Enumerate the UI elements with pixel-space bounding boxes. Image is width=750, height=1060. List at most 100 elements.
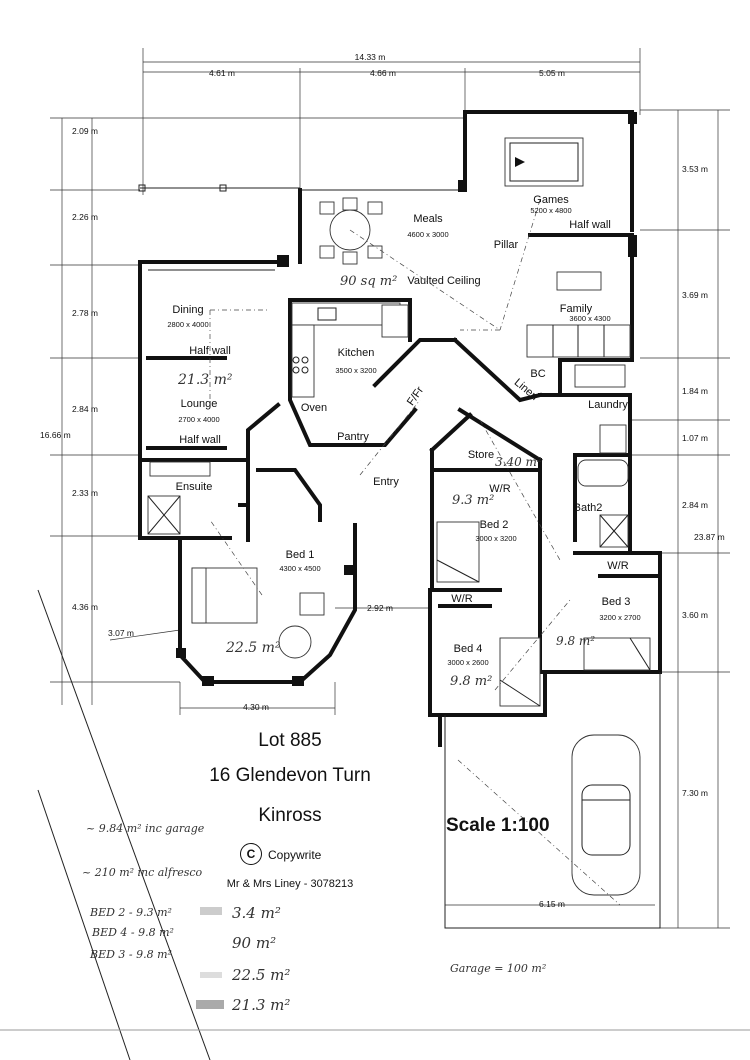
hand-meals-area: 90 sq m²: [340, 274, 397, 289]
bed2-furniture: [436, 521, 480, 583]
dim-top-right: 5.05 m: [539, 68, 565, 78]
dim-left-5: 2.33 m: [72, 488, 98, 498]
room-bed3: Bed 3: [602, 596, 631, 608]
dim-right-2: 3.69 m: [682, 290, 708, 300]
room-meals-size: 4600 x 3000: [407, 230, 448, 239]
label-half-wall-lounge: Half wall: [179, 434, 221, 446]
dim-right-total: 23.87 m: [694, 532, 725, 542]
dim-left-2: 2.26 m: [72, 212, 98, 222]
hand-bed3-list: BED 3 - 9.8 m²: [89, 948, 172, 961]
dim-right-1: 3.53 m: [682, 164, 708, 174]
patio-outline: [138, 112, 637, 686]
label-bc: BC: [530, 368, 545, 380]
hand-note-2: ~ 210 m² inc alfresco: [82, 866, 203, 879]
kitchen-bench: [291, 302, 409, 398]
dim-top-mid: 4.66 m: [370, 68, 396, 78]
ensuite-vanity: [149, 461, 211, 477]
dim-overall-width: 14.33 m: [355, 52, 386, 62]
fixtures: [147, 137, 651, 896]
label-wr-bed4: W/R: [451, 593, 472, 605]
dim-right-7: 7.30 m: [682, 788, 708, 798]
label-vaulted-ceiling: Vaulted Ceiling: [407, 275, 480, 287]
room-family: Family: [560, 303, 593, 315]
title-lot: Lot 885: [258, 730, 322, 751]
label-fridge: F/Fr: [405, 384, 427, 408]
room-bed4: Bed 4: [454, 643, 483, 655]
hand-sum-3: 22.5 m²: [231, 966, 290, 984]
room-bed2: Bed 2: [480, 519, 509, 531]
room-dining-size: 2800 x 4000: [167, 320, 208, 329]
hand-sum-1: 3.4 m²: [232, 904, 281, 922]
room-kitchen: Kitchen: [338, 347, 375, 359]
room-bed1-size: 4300 x 4500: [279, 564, 320, 573]
room-kitchen-size: 3500 x 3200: [335, 366, 376, 375]
light-switch-lines: [209, 199, 621, 906]
title-scale: Scale 1:100: [446, 815, 550, 836]
bed3-furniture: [583, 637, 651, 671]
room-games: Games: [533, 194, 569, 206]
room-store: Store: [468, 449, 494, 461]
label-oven: Oven: [301, 402, 327, 414]
dim-right-4: 1.07 m: [682, 433, 708, 443]
room-games-size: 5200 x 4800: [530, 206, 571, 215]
label-half-wall-dining: Half wall: [189, 345, 231, 357]
hand-sum-4: 21.3 m²: [231, 996, 290, 1014]
toilet: [599, 424, 627, 454]
dim-right-5: 2.84 m: [682, 500, 708, 510]
hand-bed2-list: BED 2 - 9.3 m²: [89, 906, 172, 919]
bed4-furniture: [499, 637, 541, 707]
hand-bed3-area: 9.8 m²: [556, 634, 595, 648]
dim-top-left: 4.61 m: [209, 68, 235, 78]
dim-left-total: 16.66 m: [40, 430, 71, 440]
hand-lounge-area: 21.3 m²: [177, 372, 233, 388]
title-owner: Mr & Mrs Liney - 3078213: [226, 878, 354, 890]
laundry-tub: [574, 364, 626, 388]
room-bed3-size: 3200 x 2700: [599, 613, 640, 622]
dim-entry-width: 2.92 m: [367, 603, 393, 613]
room-meals: Meals: [413, 213, 443, 225]
room-bed4-size: 3000 x 2600: [447, 658, 488, 667]
room-ensuite: Ensuite: [176, 481, 213, 493]
hand-bed4-area: 9.8 m²: [450, 674, 492, 689]
label-pillar: Pillar: [494, 239, 519, 251]
hand-sum-2: 90 m²: [232, 934, 276, 952]
dim-right-3: 1.84 m: [682, 386, 708, 396]
dim-left-6: 4.36 m: [72, 602, 98, 612]
hand-bed4-list: BED 4 - 9.8 m²: [91, 926, 174, 939]
hand-bed2-area: 9.3 m²: [452, 493, 494, 508]
label-wr-bed3: W/R: [607, 560, 628, 572]
room-bath2: Bath2: [574, 502, 603, 514]
title-address: 16 Glendevon Turn: [209, 765, 371, 786]
dimension-labels: 14.33 m 4.61 m 4.66 m 5.05 m 16.66 m 2.0…: [40, 52, 725, 909]
room-family-size: 3600 x 4300: [569, 314, 610, 323]
dim-right-6: 3.60 m: [682, 610, 708, 620]
hand-store-area: 3.40 m²: [495, 455, 542, 469]
dim-garage-width: 6.15 m: [539, 899, 565, 909]
walls: [138, 110, 662, 929]
hand-garage-note: Garage = 100 m²: [450, 962, 546, 975]
handwritten-notes: 90 sq m² 21.3 m² 3.40 m² 9.3 m² 22.5 m² …: [37, 274, 595, 1060]
dimension-lines: [50, 48, 730, 929]
dim-left-3: 2.78 m: [72, 308, 98, 318]
room-laundry: Laundry: [588, 399, 628, 411]
title-copyright: Copywrite: [268, 848, 322, 862]
copyright-icon: C: [240, 843, 262, 865]
hand-bed1-area: 22.5 m²: [225, 640, 281, 656]
dim-bed1-bay: 3.07 m: [108, 628, 134, 638]
hand-note-1: ~ 9.84 m² inc garage: [86, 822, 205, 835]
label-half-wall-games: Half wall: [569, 219, 611, 231]
room-entry: Entry: [373, 476, 399, 488]
bed1-furniture: [191, 567, 325, 659]
title-suburb: Kinross: [258, 805, 322, 826]
car: [571, 734, 641, 896]
family-sofa: [526, 271, 631, 358]
dim-left-1: 2.09 m: [72, 126, 98, 136]
room-labels: Games 5200 x 4800 Meals 4600 x 3000 Half…: [167, 194, 640, 667]
room-bed2-size: 3000 x 3200: [475, 534, 516, 543]
bath-tub: [577, 459, 629, 487]
room-bed1: Bed 1: [286, 549, 315, 561]
label-pantry: Pantry: [337, 431, 369, 443]
room-dining: Dining: [172, 304, 203, 316]
room-lounge: Lounge: [181, 398, 218, 410]
